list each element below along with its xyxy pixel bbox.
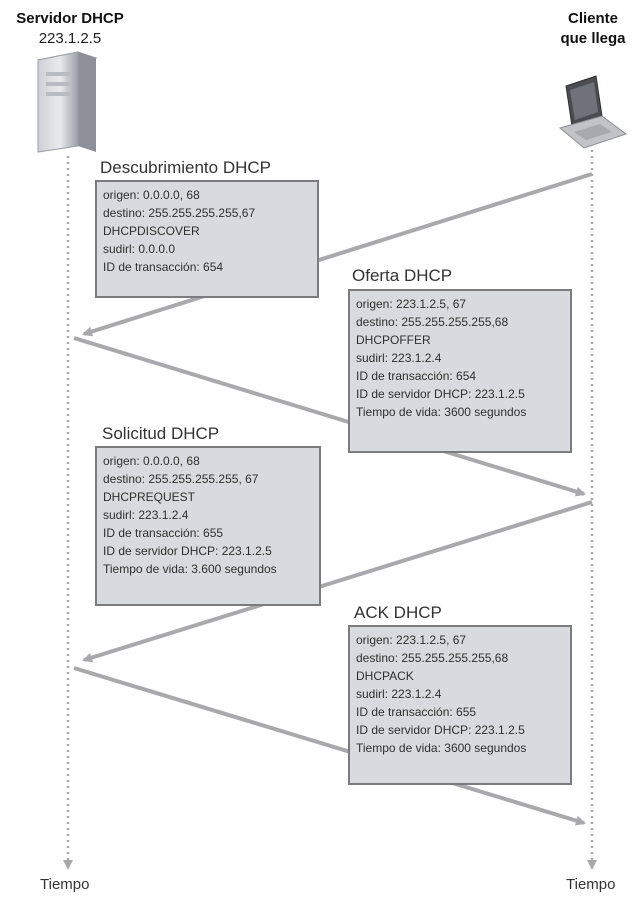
discover-line: destino: 255.255.255.255,67 [103,206,256,220]
discover-line: DHCPDISCOVER [103,224,200,238]
ack-line: DHCPACK [356,669,414,683]
discover-box: origen: 0.0.0.0, 68 destino: 255.255.255… [95,180,319,298]
discover-line: ID de transacción: 654 [103,260,224,274]
ack-line: Tiempo de vida: 3600 segundos [356,741,527,755]
ack-line: ID de servidor DHCP: 223.1.2.5 [356,723,525,737]
request-line: origen: 0.0.0.0, 68 [103,454,200,468]
discover-arrow [82,172,593,337]
request-arrow [82,500,593,663]
time-label-server: Tiempo [40,876,90,893]
request-line: DHCPREQUEST [103,490,196,504]
time-label-client: Tiempo [566,876,616,893]
offer-line: ID de transacción: 654 [356,369,477,383]
laptop-icon [558,75,628,149]
offer-title: Oferta DHCP [352,266,453,285]
request-title: Solicitud DHCP [102,424,220,443]
discover-line: sudirl: 0.0.0.0 [103,242,176,256]
server-icon [37,51,98,153]
ack-title: ACK DHCP [354,603,442,622]
offer-line: sudirl: 223.1.2.4 [356,351,442,365]
server-ip: 223.1.2.5 [38,30,102,47]
ack-line: sudirl: 223.1.2.4 [356,687,442,701]
request-line: destino: 255.255.255.255, 67 [103,472,259,486]
client-title-line1: Cliente [567,10,618,27]
offer-line: DHCPOFFER [356,333,431,347]
offer-line: ID de servidor DHCP: 223.1.2.5 [356,387,525,401]
ack-arrow [73,666,586,826]
offer-line: destino: 255.255.255.255,68 [356,315,509,329]
ack-line: origen: 223.1.2.5, 67 [356,633,467,647]
request-line: sudirl: 223.1.2.4 [103,508,189,522]
request-line: ID de servidor DHCP: 223.1.2.5 [103,544,272,558]
discover-title: Descubrimiento DHCP [100,158,271,177]
ack-line: ID de transacción: 655 [356,705,477,719]
discover-line: origen: 0.0.0.0, 68 [103,188,200,202]
ack-box: origen: 223.1.2.5, 67 destino: 255.255.2… [348,625,572,785]
request-line: Tiempo de vida: 3.600 segundos [103,562,277,576]
request-line: ID de transacción: 655 [103,526,224,540]
offer-line: Tiempo de vida: 3600 segundos [356,405,527,419]
request-box: origen: 0.0.0.0, 68 destino: 255.255.255… [95,446,321,606]
offer-line: origen: 223.1.2.5, 67 [356,297,467,311]
offer-box: origen: 223.1.2.5, 67 destino: 255.255.2… [348,289,572,453]
ack-line: destino: 255.255.255.255,68 [356,651,509,665]
client-title-line2: que llega [560,30,626,47]
server-title: Servidor DHCP [16,10,124,27]
offer-arrow [73,336,586,497]
